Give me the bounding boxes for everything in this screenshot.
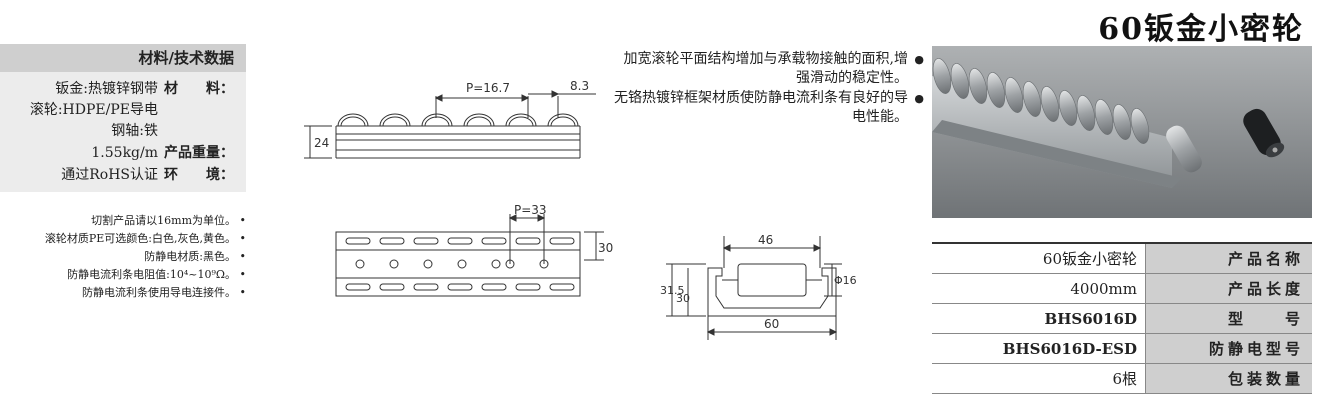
table-label: 防静电型号 <box>1145 333 1312 364</box>
product-photo <box>932 46 1312 218</box>
hole-row <box>355 259 549 269</box>
notes-list: 切割产品请以16mm为单位。 滚轮材质PE可选颜色:白色,灰色,黄色。 防静电材… <box>0 212 246 302</box>
pitch-label: P=33 <box>514 204 547 217</box>
page-title: 60钣金小密轮 <box>1098 12 1304 47</box>
note-item: 滚轮材质PE可选颜色:白色,灰色,黄色。 <box>0 230 246 248</box>
spec-row-environment: 通过RoHS认证 环 境： <box>8 164 234 186</box>
spec-row-weight: 1.55kg/m 产品重量： <box>8 142 234 164</box>
slot-row-bottom <box>345 283 575 291</box>
table-label: 包装数量 <box>1145 363 1312 394</box>
roller-row <box>337 113 579 127</box>
width-top-label: 46 <box>758 233 773 247</box>
table-label: 型 号 <box>1145 303 1312 334</box>
feature-bullet: 无铬热镀锌框架材质使防静电流利条有良好的导电性能。 <box>612 89 924 127</box>
table-value: 4000mm <box>932 273 1146 304</box>
feature-bullet: 加宽滚轮平面结构增加与承载物接触的面积,增强滑动的稳定性。 <box>612 50 924 88</box>
spec-value: 1.55kg/m <box>91 145 158 161</box>
width-bottom-label: 60 <box>764 317 779 331</box>
table-value: 60钣金小密轮 <box>932 242 1146 274</box>
height-2-label: 30 <box>676 292 690 305</box>
note-item: 防静电流利条电阻值:10⁴~10⁹Ω。 <box>0 266 246 284</box>
feature-bullets: 加宽滚轮平面结构增加与承载物接触的面积,增强滑动的稳定性。 无铬热镀锌框架材质使… <box>612 50 924 128</box>
note-item: 防静电材质:黑色。 <box>0 248 246 266</box>
spec-panel-header: 材料/技术数据 <box>0 44 246 72</box>
table-row: BHS6016D-ESD 防静电型号 <box>932 333 1312 364</box>
spec-key: 环 境： <box>164 167 234 183</box>
table-value: 6根 <box>932 363 1146 394</box>
slot-row-top <box>345 237 575 245</box>
note-item: 防静电流利条使用导电连接件。 <box>0 284 246 302</box>
spec-key: 材 料： <box>164 81 234 97</box>
height-label: 24 <box>314 136 329 150</box>
note-item: 切割产品请以16mm为单位。 <box>0 212 246 230</box>
table-value: BHS6016D-ESD <box>932 333 1146 364</box>
pitch-label: P=16.7 <box>466 81 510 95</box>
table-row: BHS6016D 型 号 <box>932 303 1312 334</box>
top-view-drawing: P=33 30 <box>335 204 613 297</box>
spec-value: 通过RoHS认证 <box>61 167 158 183</box>
height-1-label: 31.5 <box>660 284 685 297</box>
diameter-label: Φ16 <box>834 274 857 287</box>
table-value: BHS6016D <box>932 303 1146 334</box>
side-view-drawing: P=16.7 8.3 24 <box>304 79 596 159</box>
table-label: 产品长度 <box>1145 273 1312 304</box>
spec-panel: 材料/技术数据 钣金:热镀锌钢带 材 料： 滚轮:HDPE/PE导电 钢轴:铁 … <box>0 44 246 192</box>
product-table: 60钣金小密轮 产品名称 4000mm 产品长度 BHS6016D 型 号 BH… <box>932 242 1312 394</box>
spare-roller-black <box>1243 108 1285 158</box>
spec-sub-value: 滚轮:HDPE/PE导电 <box>29 102 158 118</box>
spec-key: 产品重量： <box>164 145 234 161</box>
table-label: 产品名称 <box>1145 242 1312 274</box>
section-drawing: 46 Φ16 31.5 30 60 <box>660 233 857 340</box>
spec-value: 钣金:热镀锌钢带 <box>55 81 158 97</box>
spec-panel-body: 钣金:热镀锌钢带 材 料： 滚轮:HDPE/PE导电 钢轴:铁 1.55kg/m… <box>0 72 246 192</box>
spec-sub-value: 钢轴:铁 <box>111 123 158 139</box>
table-row: 60钣金小密轮 产品名称 <box>932 242 1312 274</box>
table-row: 4000mm 产品长度 <box>932 273 1312 304</box>
spare-roller-grey <box>1166 125 1202 173</box>
table-row: 6根 包装数量 <box>932 363 1312 394</box>
gap-label: 8.3 <box>570 79 589 93</box>
width-label: 30 <box>598 241 613 255</box>
spec-row-material: 钣金:热镀锌钢带 材 料： <box>8 78 234 100</box>
